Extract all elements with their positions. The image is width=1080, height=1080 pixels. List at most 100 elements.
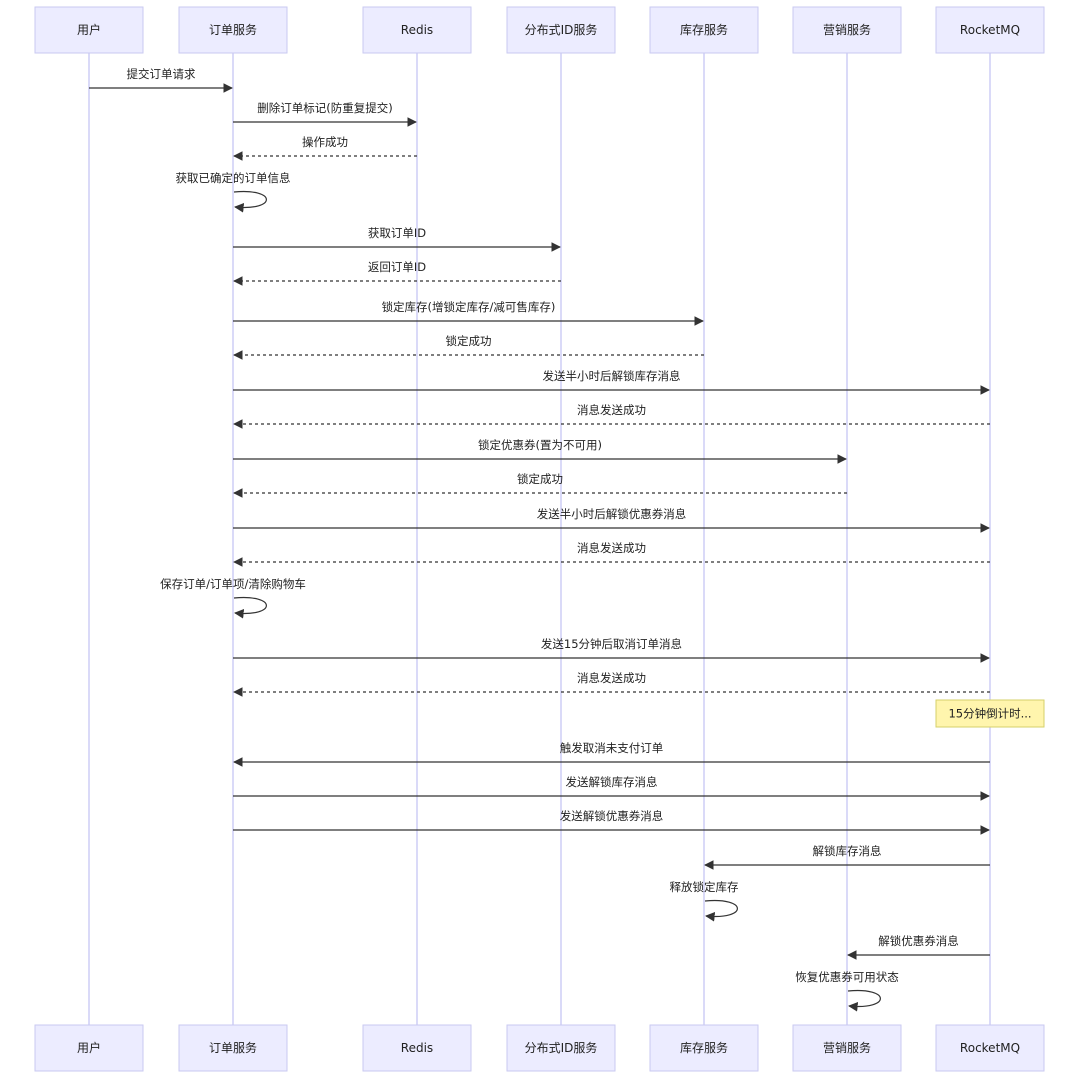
participant-box bbox=[506, 6, 616, 54]
request-message: 获取订单ID bbox=[233, 226, 561, 252]
participant-box bbox=[362, 6, 472, 54]
participant-box bbox=[506, 1024, 616, 1072]
request-message: 触发取消未支付订单 bbox=[233, 741, 990, 767]
participant-label: 分布式ID服务 bbox=[525, 1040, 598, 1055]
participant-redis-bottom: Redis bbox=[362, 1024, 472, 1072]
message-label: 删除订单标记(防重复提交) bbox=[257, 101, 392, 115]
request-message: 删除订单标记(防重复提交) bbox=[233, 101, 417, 127]
participant-label: RocketMQ bbox=[960, 23, 1020, 37]
participant-label: 营销服务 bbox=[823, 1040, 871, 1055]
participant-box bbox=[34, 1024, 144, 1072]
note-text: 15分钟倒计时... bbox=[948, 707, 1031, 721]
message-label: 锁定库存(增锁定库存/减可售库存) bbox=[382, 300, 556, 314]
request-message: 发送解锁库存消息 bbox=[233, 775, 990, 801]
self-message-arrow bbox=[233, 596, 267, 619]
message-label: 返回订单ID bbox=[368, 260, 426, 274]
reply-message: 锁定成功 bbox=[233, 334, 704, 360]
participant-box bbox=[649, 1024, 759, 1072]
participant-label: 库存服务 bbox=[680, 22, 728, 37]
message-label: 消息发送成功 bbox=[577, 671, 646, 685]
participant-user-top: 用户 bbox=[34, 6, 144, 54]
participant-mq-top: RocketMQ bbox=[935, 6, 1045, 54]
note: 15分钟倒计时... bbox=[935, 699, 1045, 728]
request-message: 解锁库存消息 bbox=[704, 844, 990, 870]
message-label: 解锁优惠券消息 bbox=[878, 934, 959, 948]
self-message: 获取已确定的订单信息 bbox=[176, 171, 291, 213]
participant-box bbox=[792, 6, 902, 54]
request-message: 发送半小时后解锁优惠券消息 bbox=[233, 507, 990, 533]
participant-stock-top: 库存服务 bbox=[649, 6, 759, 54]
participant-label: Redis bbox=[401, 23, 433, 37]
message-label: 获取订单ID bbox=[368, 226, 426, 240]
participant-market-top: 营销服务 bbox=[792, 6, 902, 54]
message-label: 锁定成功 bbox=[446, 334, 492, 348]
participant-mq-bottom: RocketMQ bbox=[935, 1024, 1045, 1072]
participant-label: RocketMQ bbox=[960, 1041, 1020, 1055]
participant-order-top: 订单服务 bbox=[178, 6, 288, 54]
self-message-arrow bbox=[847, 989, 881, 1012]
reply-message: 消息发送成功 bbox=[233, 671, 990, 697]
self-message-arrow bbox=[704, 899, 738, 922]
message-label: 锁定优惠券(置为不可用) bbox=[478, 438, 602, 452]
request-message: 解锁优惠券消息 bbox=[847, 934, 990, 960]
participant-box bbox=[362, 1024, 472, 1072]
request-message: 提交订单请求 bbox=[89, 67, 233, 93]
reply-message: 锁定成功 bbox=[233, 472, 847, 498]
participant-box bbox=[935, 1024, 1045, 1072]
participant-label: 用户 bbox=[77, 1040, 101, 1055]
message-label: 操作成功 bbox=[302, 135, 348, 149]
participant-label: Redis bbox=[401, 1041, 433, 1055]
request-message: 锁定库存(增锁定库存/减可售库存) bbox=[233, 300, 704, 326]
participant-idsvc-top: 分布式ID服务 bbox=[506, 6, 616, 54]
message-label: 触发取消未支付订单 bbox=[560, 741, 664, 755]
note-box bbox=[935, 699, 1045, 728]
message-label: 发送半小时后解锁优惠券消息 bbox=[537, 507, 687, 521]
self-message: 释放锁定库存 bbox=[670, 880, 739, 922]
self-message-arrow bbox=[233, 190, 267, 213]
participant-box bbox=[792, 1024, 902, 1072]
participants-bottom: 用户 订单服务 Redis 分布式ID服务 库存服务 营销服务 RocketMQ bbox=[34, 1024, 1045, 1072]
message-label: 锁定成功 bbox=[517, 472, 563, 486]
participant-label: 分布式ID服务 bbox=[525, 22, 598, 37]
participant-label: 订单服务 bbox=[209, 22, 257, 37]
request-message: 发送解锁优惠券消息 bbox=[233, 809, 990, 835]
request-message: 发送半小时后解锁库存消息 bbox=[233, 369, 990, 395]
message-label: 发送解锁库存消息 bbox=[566, 775, 658, 789]
participant-box bbox=[34, 6, 144, 54]
participant-label: 营销服务 bbox=[823, 22, 871, 37]
participant-idsvc-bottom: 分布式ID服务 bbox=[506, 1024, 616, 1072]
lifelines bbox=[88, 53, 991, 1025]
participant-redis-top: Redis bbox=[362, 6, 472, 54]
message-label: 发送15分钟后取消订单消息 bbox=[541, 637, 682, 651]
message-label: 消息发送成功 bbox=[577, 541, 646, 555]
message-label: 解锁库存消息 bbox=[813, 844, 882, 858]
participants-top: 用户 订单服务 Redis 分布式ID服务 库存服务 营销服务 RocketMQ bbox=[34, 6, 1045, 54]
participant-box bbox=[178, 1024, 288, 1072]
participant-label: 订单服务 bbox=[209, 1040, 257, 1055]
message-label: 释放锁定库存 bbox=[670, 880, 739, 894]
reply-message: 消息发送成功 bbox=[233, 403, 990, 429]
message-label: 发送解锁优惠券消息 bbox=[560, 809, 664, 823]
participant-box bbox=[935, 6, 1045, 54]
participant-label: 用户 bbox=[77, 22, 101, 37]
participant-order-bottom: 订单服务 bbox=[178, 1024, 288, 1072]
participant-market-bottom: 营销服务 bbox=[792, 1024, 902, 1072]
message-label: 提交订单请求 bbox=[127, 67, 196, 81]
message-label: 消息发送成功 bbox=[577, 403, 646, 417]
message-label: 获取已确定的订单信息 bbox=[176, 171, 291, 185]
message-label: 恢复优惠券可用状态 bbox=[795, 970, 899, 984]
reply-message: 消息发送成功 bbox=[233, 541, 990, 567]
message-label: 保存订单/订单项/清除购物车 bbox=[160, 577, 306, 591]
self-message: 保存订单/订单项/清除购物车 bbox=[160, 577, 306, 619]
participant-user-bottom: 用户 bbox=[34, 1024, 144, 1072]
self-message: 恢复优惠券可用状态 bbox=[795, 970, 899, 1012]
request-message: 锁定优惠券(置为不可用) bbox=[233, 438, 847, 464]
participant-box bbox=[649, 6, 759, 54]
message-label: 发送半小时后解锁库存消息 bbox=[543, 369, 681, 383]
request-message: 发送15分钟后取消订单消息 bbox=[233, 637, 990, 663]
reply-message: 返回订单ID bbox=[233, 260, 561, 286]
participant-label: 库存服务 bbox=[680, 1040, 728, 1055]
participant-box bbox=[178, 6, 288, 54]
